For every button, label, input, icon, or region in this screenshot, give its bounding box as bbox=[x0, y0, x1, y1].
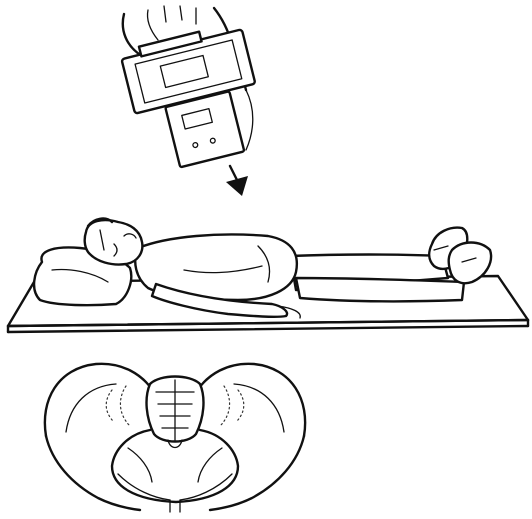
x-ray-tube-unit bbox=[120, 6, 256, 167]
beam-direction-arrow bbox=[226, 166, 248, 196]
pelvis-outline bbox=[45, 364, 305, 512]
